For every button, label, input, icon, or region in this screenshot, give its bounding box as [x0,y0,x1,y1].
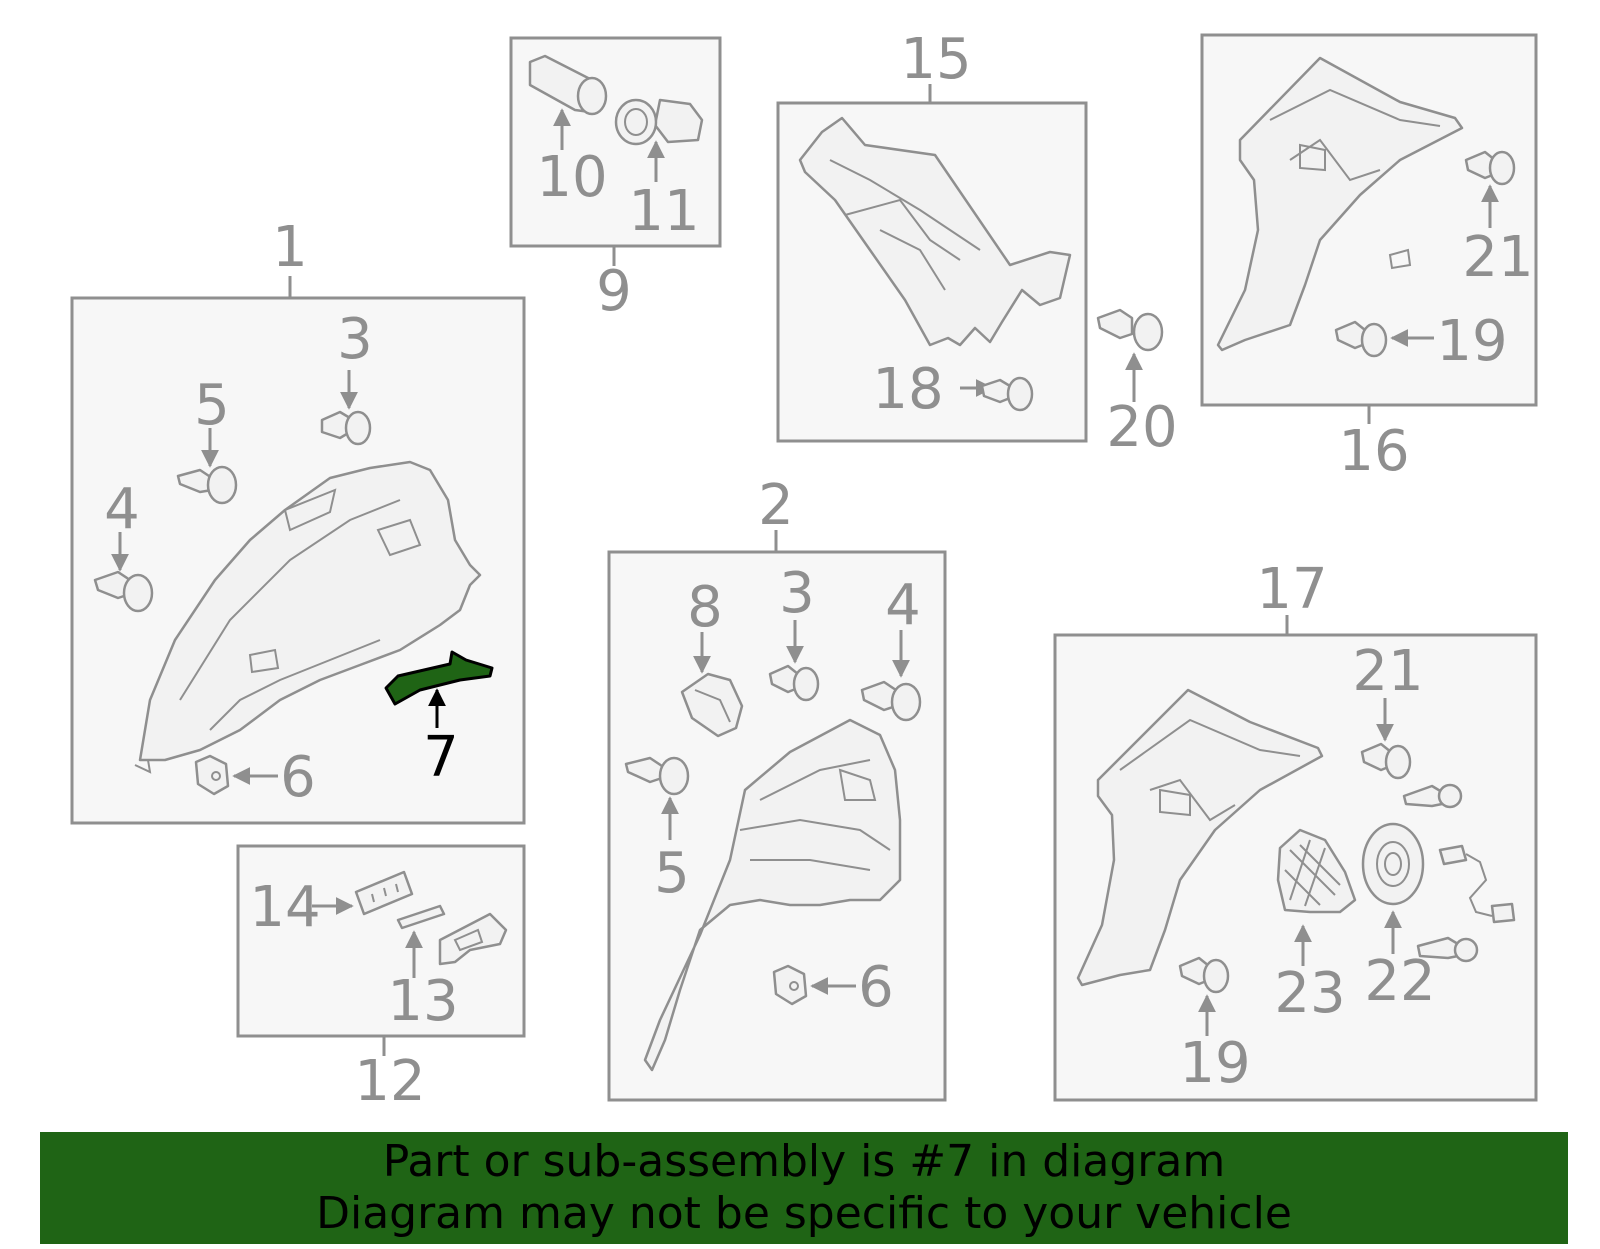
switch-14-part [354,870,414,916]
callout-13: 13 [387,969,458,1034]
clip-18-part [980,376,1034,412]
callout-4b: 4 [885,573,921,638]
socket-10-part [528,54,608,116]
wheelhouse-trim-2-part [643,718,902,1072]
clip-19b-part [1178,956,1230,994]
clip-3-part [320,410,372,446]
nut-6b-part [772,964,808,1006]
callout-21: 21 [1462,225,1533,290]
callout-14: 14 [249,875,320,940]
callout-7: 7 [423,725,459,790]
callout-10: 10 [536,145,607,210]
banner-line-1: Part or sub-assembly is #7 in diagram [382,1136,1226,1187]
screw-5b-part [624,756,690,796]
callout-20: 20 [1106,395,1177,460]
callout-11: 11 [628,179,699,244]
callout-8: 8 [687,575,723,640]
clip-3b-part [768,664,820,702]
callout-22: 22 [1364,949,1435,1014]
callout-16: 16 [1338,419,1409,484]
clip-21-part [1464,150,1516,186]
callout-6b: 6 [858,955,894,1020]
pillar-trim-15-part [798,116,1072,347]
callout-15: 15 [900,27,971,92]
clip-19-part [1334,320,1388,358]
highlighted-part-7 [384,650,494,706]
nut-6-part [194,754,230,796]
callout-1: 1 [272,215,308,280]
callout-9: 9 [596,259,632,324]
harness-17-part [1438,844,1516,924]
bezel-13-part [396,904,446,930]
callout-19: 19 [1436,309,1507,374]
screw-5-part [176,465,238,505]
quarter-trim-panel-part [134,460,482,774]
pillar-trim-16-part [1216,56,1464,352]
callout-19b: 19 [1179,1031,1250,1096]
callout-2: 2 [758,473,794,538]
screw-upper-17-part [1402,783,1463,809]
bracket-12-part [438,912,508,966]
info-banner: Part or sub-assembly is #7 in diagram Di… [40,1132,1568,1244]
pillar-trim-17-part [1076,688,1324,987]
speaker-grille-23-part [1276,828,1357,914]
callout-3: 3 [337,307,373,372]
screw-lower-17-part [1416,936,1479,963]
banner-line-2: Diagram may not be specific to your vehi… [316,1188,1292,1239]
callout-21b: 21 [1352,639,1423,704]
clip-20-part [1096,308,1164,352]
callout-18: 18 [872,357,943,422]
callout-12: 12 [354,1049,425,1114]
callout-4: 4 [104,477,140,542]
cover-11-part [614,98,704,146]
callout-3b: 3 [779,561,815,626]
clip-4b-part [860,680,922,722]
callout-5b: 5 [654,841,690,906]
clip-4-part [93,570,154,613]
speaker-22-part [1361,822,1425,906]
group-leaders [288,84,1371,1056]
callout-6: 6 [280,745,316,810]
cover-8-part [680,672,744,738]
clip-21b-part [1360,742,1412,780]
callout-23: 23 [1274,961,1345,1026]
callout-5: 5 [194,373,230,438]
callout-17: 17 [1256,557,1327,622]
